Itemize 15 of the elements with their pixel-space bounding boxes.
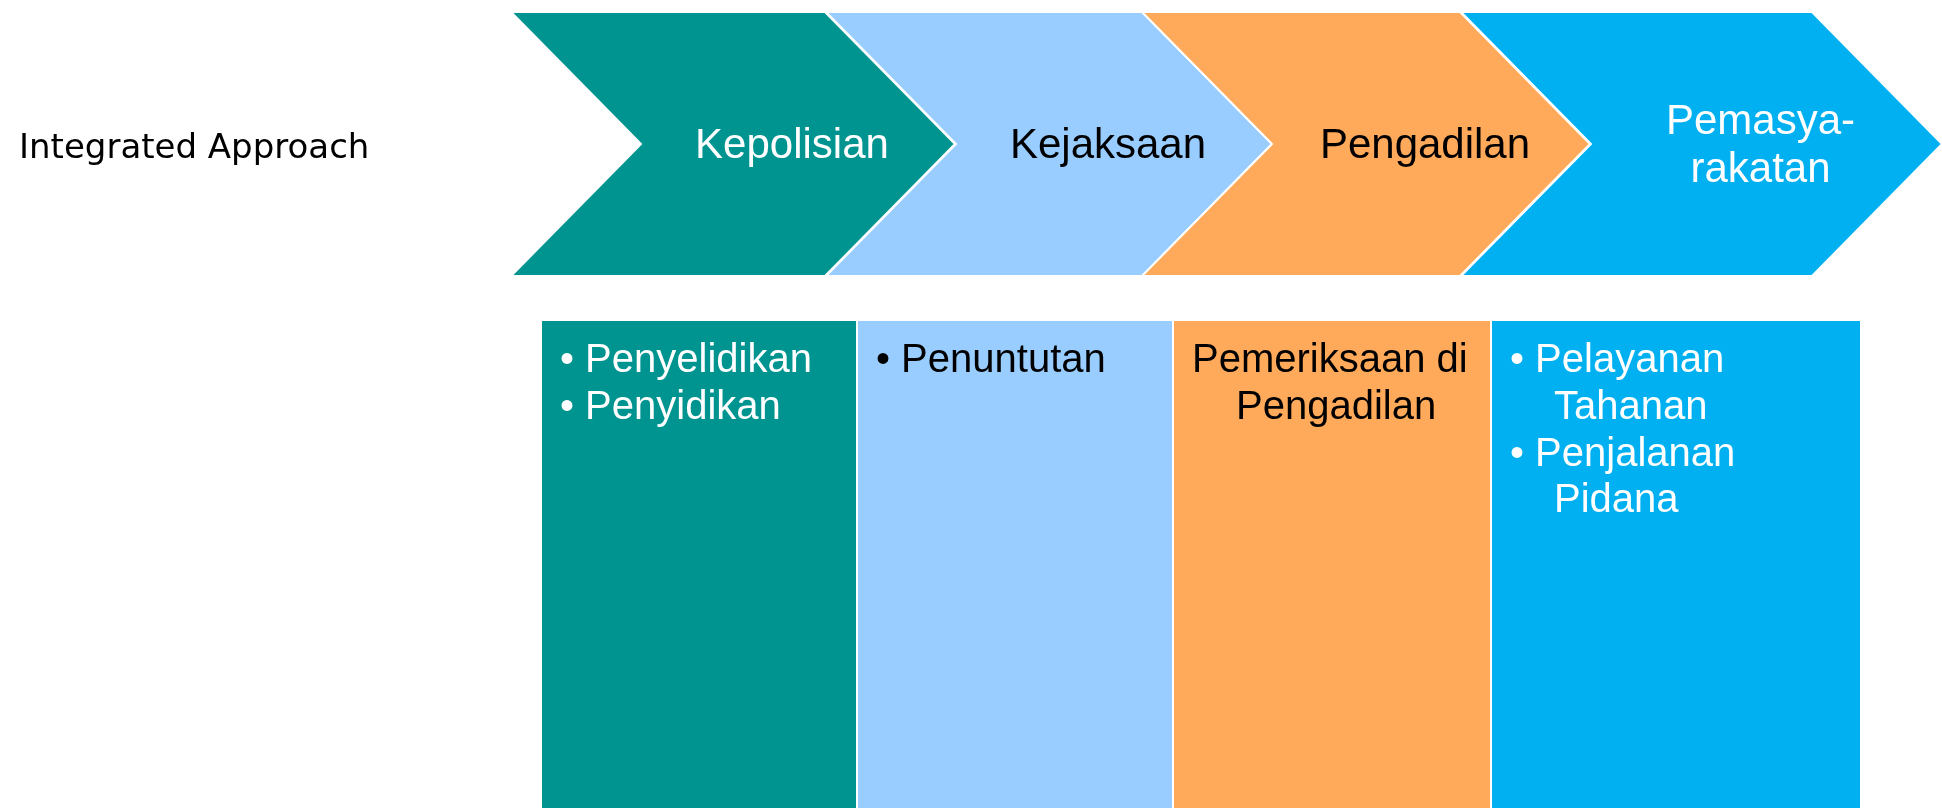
column-panel: [1490, 321, 1860, 808]
column-panel: [540, 321, 856, 808]
row-label: Integrated Approach: [19, 126, 370, 166]
column-panel: [1172, 321, 1490, 808]
task-text: • Penyidikan: [560, 381, 782, 429]
column-panel: [856, 321, 1172, 808]
task-text: • Penyelidikan: [560, 335, 813, 382]
stage-title: Pemasya- rakatan: [1664, 95, 1857, 193]
task-text: • Pelayanan Tahanan: [1510, 335, 1726, 429]
task-text: Pemeriksaan di Pengadilan: [1192, 335, 1469, 429]
stage-title: Kepolisian: [695, 119, 889, 169]
task-text: • Penjalanan Pidana: [1510, 428, 1737, 523]
stage-title: Kejaksaan: [1009, 119, 1207, 169]
stage-title: Pengadilan: [1319, 119, 1531, 169]
task-text: • Penuntutan: [876, 335, 1107, 382]
